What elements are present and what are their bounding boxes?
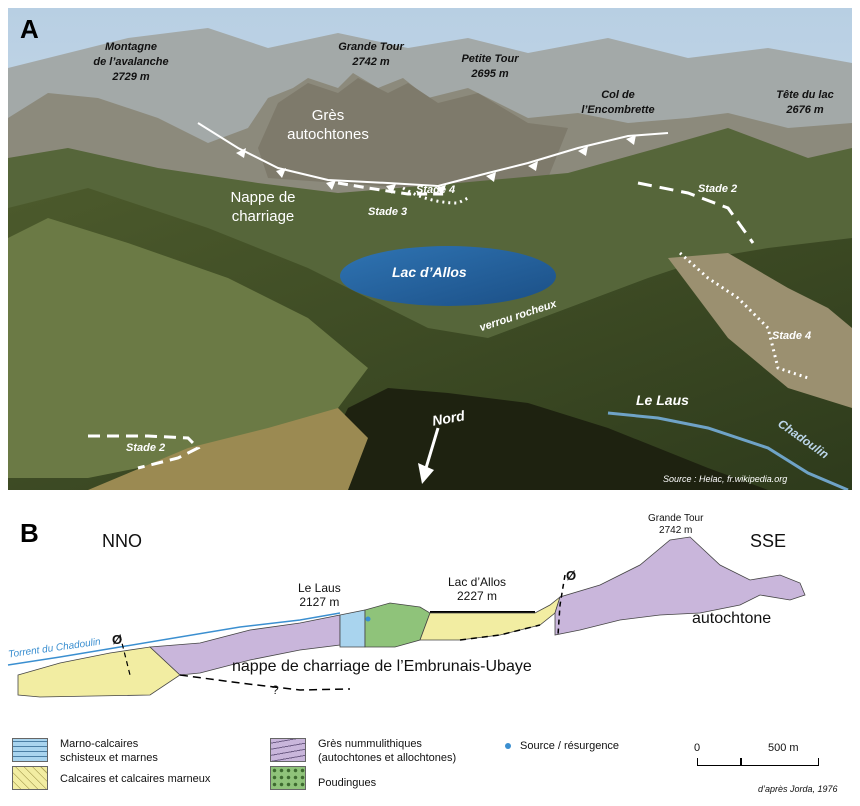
label-lac-allos: Lac d’Allos 2227 m — [448, 575, 507, 603]
legend-marno: Marno-calcaires schisteux et marnes — [60, 738, 158, 764]
peak-altitude: 2742 m — [352, 56, 390, 68]
peak-name: Montagne de l’avalanche — [93, 41, 169, 68]
peak-petite-tour: Petite Tour 2695 m — [450, 52, 530, 82]
swatch-poudingues — [270, 766, 306, 790]
lake-shape — [340, 246, 556, 306]
label-nappe-charriage: nappe de charriage de l’Embrunais-Ubaye — [232, 658, 532, 675]
swatch-marno — [12, 738, 48, 762]
label-le-laus: Le Laus 2127 m — [298, 581, 341, 609]
peak-name: Petite Tour — [461, 53, 519, 65]
cross-section: NNO SSE Grande Tour 2742 m Le Laus 2127 … — [0, 495, 860, 715]
fault-line — [557, 574, 566, 636]
source-symbol-icon — [505, 743, 511, 749]
label-nno: NNO — [102, 531, 142, 551]
label-autochtone: autochtone — [692, 610, 772, 627]
label-stade2-right: Stade 2 — [698, 183, 738, 195]
phi-left: Ø — [112, 632, 123, 647]
label-lac-allos: Lac d’Allos — [392, 264, 467, 280]
peak-montagne-avalanche: Montagne de l’avalanche 2729 m — [86, 40, 176, 85]
legend-calcaires: Calcaires et calcaires marneux — [60, 773, 211, 785]
peak-name: Grande Tour — [338, 41, 404, 53]
label-sse: SSE — [750, 531, 787, 551]
landscape-photo: Montagne de l’avalanche 2729 m Grande To… — [8, 8, 852, 490]
unit-marno-calcaires — [339, 609, 366, 648]
swatch-gres — [270, 738, 306, 762]
thrust-fault — [179, 674, 351, 691]
legend-gres: Grès nummulithiques (autochtones et allo… — [318, 738, 457, 764]
panel-b-letter: B — [20, 518, 39, 548]
label-stade4-top: Stade 4 — [416, 184, 456, 196]
label-grande-tour: Grande Tour 2742 m — [648, 513, 704, 536]
north-arrow-icon — [418, 463, 434, 484]
label-nappe: Nappe de charriage — [230, 189, 296, 225]
legend-source: Source / résurgence — [520, 740, 620, 752]
panel-a-letter: A — [20, 14, 39, 44]
peak-grande-tour: Grande Tour 2742 m — [326, 40, 416, 70]
legend-poudingues: Poudingues — [318, 777, 377, 789]
peak-col-encombrette: Col de l’Encombrette — [573, 88, 663, 118]
photo-source: Source : Helac, fr.wikipedia.org — [663, 474, 788, 484]
peak-altitude: 2695 m — [471, 68, 509, 80]
source-marker — [365, 616, 371, 622]
swatch-calcaires — [12, 766, 48, 790]
peak-name: Col de l’Encombrette — [581, 89, 655, 116]
unit-gres-autochtone — [554, 536, 806, 636]
label-gres-autochtones: Grès autochtones — [287, 107, 369, 143]
label-question: ? — [272, 683, 279, 697]
landscape-illustration — [8, 8, 852, 490]
label-stade4-right: Stade 4 — [772, 330, 812, 342]
phi-right: Ø — [566, 568, 577, 583]
label-le-laus: Le Laus — [636, 392, 689, 408]
torrent-line — [7, 612, 341, 666]
peak-altitude: 2676 m — [786, 104, 824, 116]
label-stade3: Stade 3 — [368, 206, 408, 218]
peak-altitude: 2729 m — [112, 71, 150, 83]
unit-poudingues — [364, 602, 431, 648]
peak-name: Tête du lac — [776, 89, 834, 101]
unit-calcaires-middle — [419, 595, 561, 641]
cross-section-drawing — [7, 536, 806, 698]
scale-bar-mid-tick — [740, 758, 742, 766]
scale-label-500: 500 m — [768, 742, 799, 754]
label-stade2-left: Stade 2 — [126, 442, 166, 454]
credit: d’après Jorda, 1976 — [758, 784, 838, 794]
scale-label-0: 0 — [694, 742, 701, 754]
peak-tete-du-lac: Tête du lac 2676 m — [770, 88, 840, 118]
scale-bar — [697, 758, 819, 766]
